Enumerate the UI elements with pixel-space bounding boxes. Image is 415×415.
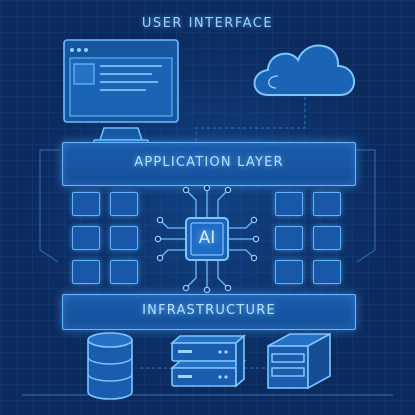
infrastructure-layer-label: INFRASTRUCTURE xyxy=(142,303,276,318)
diagram-title: USER INTERFACE xyxy=(141,16,274,31)
module-block xyxy=(313,192,341,216)
module-block xyxy=(275,192,303,216)
module-block xyxy=(72,192,100,216)
module-block xyxy=(275,260,303,284)
module-block xyxy=(72,226,100,250)
module-block xyxy=(313,226,341,250)
ai-chip-label: AI xyxy=(198,228,216,248)
module-block xyxy=(110,260,138,284)
infrastructure-layer: INFRASTRUCTURE xyxy=(62,294,356,330)
application-layer-label: APPLICATION LAYER xyxy=(134,155,284,170)
module-block xyxy=(110,192,138,216)
module-block xyxy=(110,226,138,250)
module-block xyxy=(313,260,341,284)
module-block xyxy=(72,260,100,284)
module-block xyxy=(275,226,303,250)
